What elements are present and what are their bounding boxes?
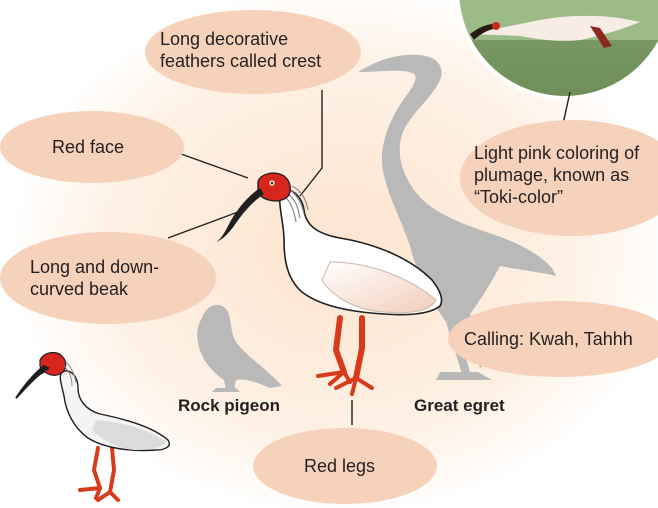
callout-face: Red face [52,136,172,158]
callout-legs: Red legs [304,455,404,477]
callout-calling-text: Calling: Kwah, Tahhh [464,328,633,350]
caption-rock-pigeon: Rock pigeon [178,396,280,416]
callout-plumage: Light pink coloring of plumage, known as… [474,142,658,208]
callout-calling: Calling: Kwah, Tahhh [464,328,658,350]
callout-plumage-text: Light pink coloring of plumage, known as… [474,142,658,208]
callout-beak: Long and down-curved beak [30,256,205,300]
callout-beak-text: Long and down-curved beak [30,256,205,300]
callout-legs-text: Red legs [304,455,375,477]
callout-crest-text: Long decorative feathers called crest [160,28,350,72]
callout-face-text: Red face [52,136,124,158]
callout-crest: Long decorative feathers called crest [160,28,350,72]
caption-great-egret: Great egret [414,396,505,416]
